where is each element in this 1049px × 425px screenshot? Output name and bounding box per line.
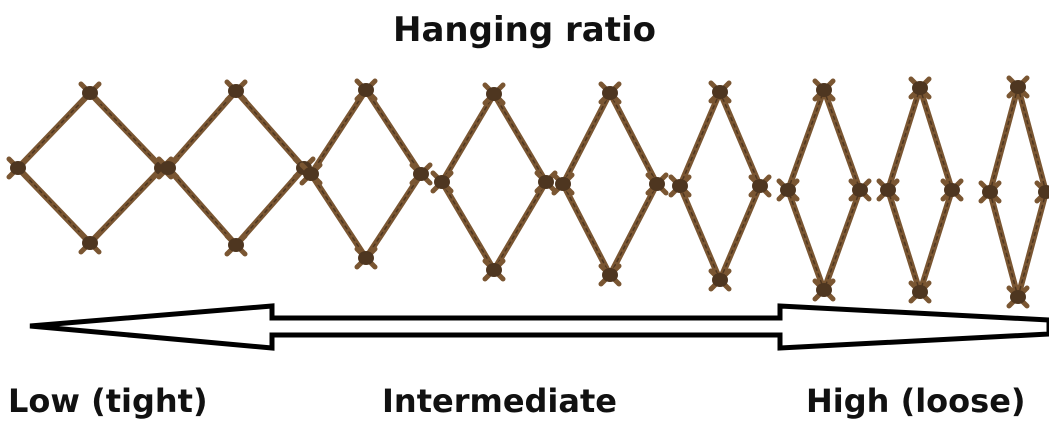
mesh-knot — [6, 156, 30, 180]
mesh-knot — [848, 178, 872, 202]
mesh-knot — [482, 82, 506, 106]
net-mesh-row — [6, 75, 1049, 309]
twine-texture — [235, 90, 305, 169]
mesh-6 — [668, 80, 772, 292]
mesh-knot — [551, 172, 575, 196]
twine-texture — [679, 91, 721, 187]
mesh-knot — [708, 268, 732, 292]
mesh-knot — [354, 246, 378, 270]
twine-texture — [787, 189, 825, 291]
twine-bar — [917, 187, 955, 295]
twine-texture — [17, 92, 91, 169]
mesh-knot — [299, 162, 323, 186]
twine-texture — [235, 167, 305, 246]
twine-texture — [1017, 191, 1047, 298]
mesh-knot — [908, 76, 932, 100]
mesh-2 — [156, 79, 316, 257]
twine-texture — [823, 89, 861, 191]
mesh-3 — [299, 78, 433, 270]
twine-texture — [17, 167, 91, 244]
mesh-knot — [812, 278, 836, 302]
twine-texture — [441, 181, 495, 271]
twine-texture — [609, 183, 658, 276]
mesh-knot — [668, 174, 692, 198]
mesh-5 — [551, 81, 669, 287]
diagram-title: Hanging ratio — [393, 10, 656, 50]
mesh-knot — [876, 178, 900, 202]
twine-texture — [493, 93, 547, 183]
mesh-1 — [6, 81, 174, 255]
mesh-knot — [156, 156, 180, 180]
twine-texture — [89, 167, 163, 244]
twine-texture — [167, 90, 237, 169]
twine-texture — [609, 92, 658, 185]
arrow-outline — [29, 303, 1049, 351]
twine-texture — [365, 173, 422, 259]
twine-texture — [167, 167, 237, 246]
twine-bar — [885, 187, 923, 295]
mesh-knot — [78, 81, 102, 105]
mesh-knot — [224, 79, 248, 103]
mesh-knot — [776, 178, 800, 202]
mesh-knot — [645, 172, 669, 196]
twine-texture — [493, 181, 547, 271]
mesh-knot — [224, 233, 248, 257]
mesh-knot — [1006, 285, 1030, 309]
mesh-knot — [748, 174, 772, 198]
twine-bar — [917, 85, 955, 193]
mesh-knot — [78, 231, 102, 255]
twine-texture — [989, 191, 1019, 298]
twine-texture — [365, 89, 422, 175]
label-high-loose: High (loose) — [806, 382, 1026, 420]
twine-texture — [679, 185, 721, 281]
mesh-9 — [978, 75, 1049, 309]
twine-texture — [562, 183, 611, 276]
twine-texture — [719, 185, 761, 281]
twine-texture — [562, 92, 611, 185]
mesh-knot — [598, 81, 622, 105]
mesh-knot — [430, 170, 454, 194]
twine-texture — [441, 93, 495, 183]
mesh-knot — [534, 170, 558, 194]
double-headed-arrow — [29, 303, 1049, 351]
mesh-knot — [978, 180, 1002, 204]
twine-texture — [823, 189, 861, 291]
mesh-4 — [430, 82, 558, 282]
twine-texture — [310, 89, 367, 175]
mesh-knot — [1006, 75, 1030, 99]
twine-texture — [89, 92, 163, 169]
mesh-knot — [1034, 180, 1049, 204]
mesh-knot — [812, 78, 836, 102]
twine-texture — [787, 89, 825, 191]
twine-texture — [719, 91, 761, 187]
label-intermediate: Intermediate — [382, 382, 617, 420]
mesh-knot — [482, 258, 506, 282]
twine-bar — [885, 85, 923, 193]
twine-texture — [1017, 86, 1047, 193]
mesh-7 — [776, 78, 872, 302]
mesh-knot — [908, 280, 932, 304]
mesh-knot — [598, 263, 622, 287]
twine-texture — [310, 173, 367, 259]
mesh-knot — [354, 78, 378, 102]
mesh-knot — [409, 162, 433, 186]
twine-texture — [989, 86, 1019, 193]
mesh-knot — [708, 80, 732, 104]
label-low-tight: Low (tight) — [8, 382, 208, 420]
mesh-8 — [876, 76, 964, 304]
mesh-knot — [940, 178, 964, 202]
